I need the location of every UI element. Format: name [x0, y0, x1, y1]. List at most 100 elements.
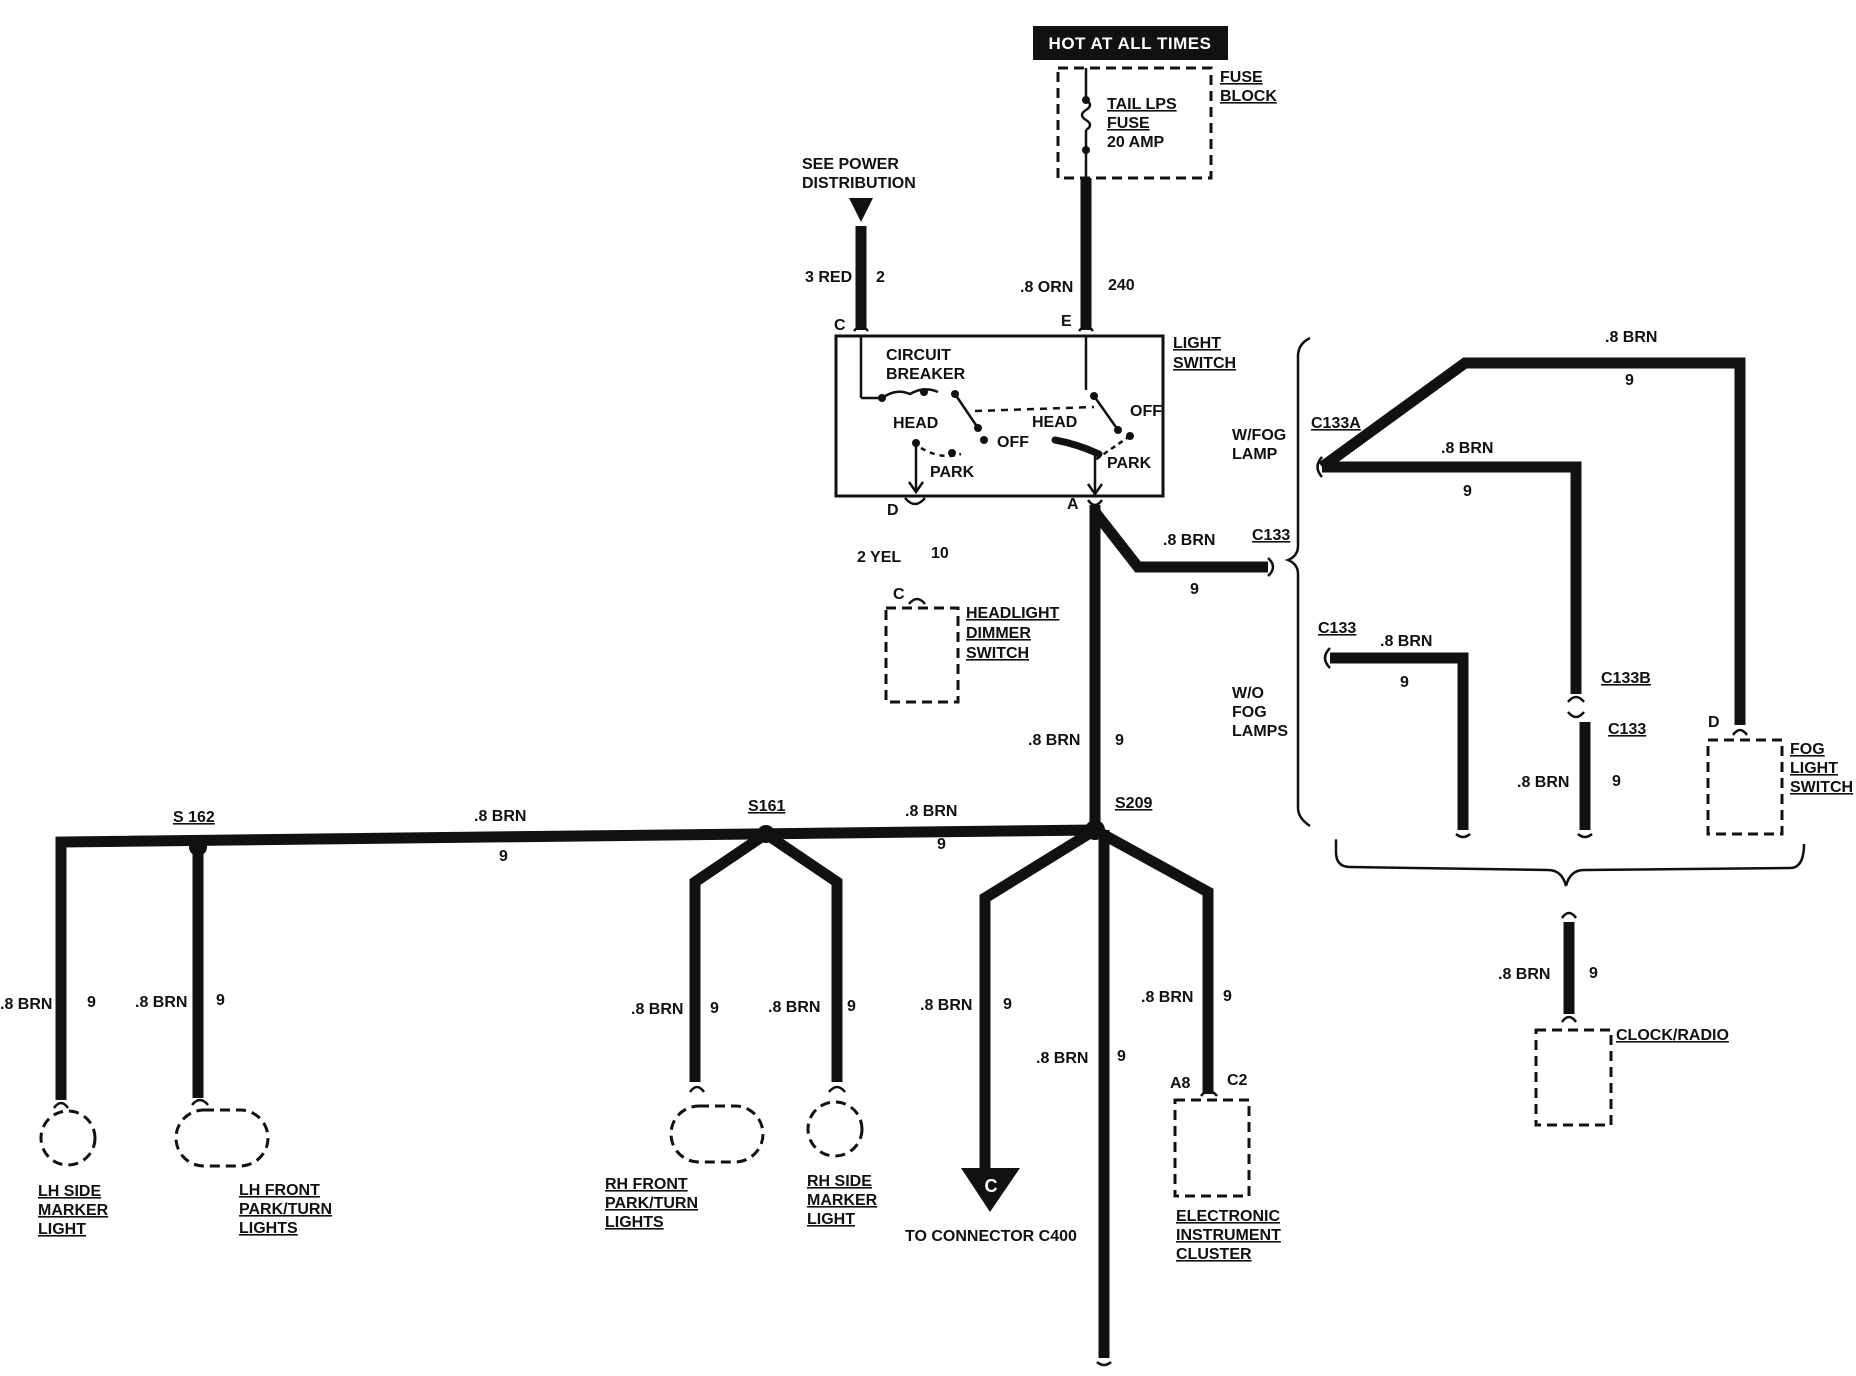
wofog-c133-lower-label: C133	[1608, 721, 1646, 738]
wofog-c133-connector-icon	[1323, 647, 1331, 669]
c133b-label: C133B	[1601, 670, 1651, 687]
c133-wire-circuit: 9	[1190, 581, 1199, 598]
rh-front-wire-circuit: 9	[710, 1000, 719, 1017]
bus-wire-gauge-left: .8 BRN	[474, 808, 526, 825]
orn-wire-circuit: 240	[1108, 277, 1135, 294]
red-wire-gauge: 3 RED	[805, 269, 852, 286]
wfog-label-2: LAMP	[1232, 446, 1278, 463]
power-distribution-ref: SEE POWER DISTRIBUTION	[802, 156, 916, 222]
fuse-type: FUSE	[1107, 115, 1150, 132]
lh-side-wire-circuit: 9	[87, 994, 96, 1011]
c400-wire	[979, 825, 1098, 1175]
circuit-breaker-label-1: CIRCUIT	[886, 347, 951, 364]
c133-connector-icon	[1267, 557, 1275, 577]
cluster-wire	[1092, 825, 1214, 1094]
option-bracket-left	[1284, 336, 1311, 828]
wofog-lower-wire-circuit: 9	[1612, 773, 1621, 790]
cluster-wire-gauge: .8 BRN	[1141, 989, 1193, 1006]
c133b-wire-gauge: .8 BRN	[1441, 440, 1493, 457]
pin-a-label: A	[1067, 496, 1079, 513]
dimmer-label-2: DIMMER	[966, 625, 1031, 642]
fuse-rating: 20 AMP	[1107, 134, 1165, 151]
fog-switch-label-3: SWITCH	[1790, 779, 1853, 796]
option-bracket-bottom	[1334, 839, 1806, 887]
c400-wire-circuit: 9	[1003, 996, 1012, 1013]
red-wire-circuit: 2	[876, 269, 885, 286]
rh-front-wire-gauge: .8 BRN	[631, 1001, 683, 1018]
rh-front-label-3: LIGHTS	[605, 1214, 664, 1231]
fuse-block-title-1: FUSE	[1220, 69, 1263, 86]
lh-side-wire-gauge: .8 BRN	[0, 996, 52, 1013]
rh-side-wire-circuit: 9	[847, 998, 856, 1015]
lh-front-label-2: PARK/TURN	[239, 1201, 332, 1218]
electronic-instrument-cluster	[1173, 1098, 1251, 1198]
fog-switch-label-1: FOG	[1790, 741, 1825, 758]
fog-light-switch	[1706, 738, 1784, 836]
fuse-block-title-2: BLOCK	[1220, 88, 1277, 105]
lh-side-label-3: LIGHT	[38, 1221, 86, 1238]
light-switch-title-2: SWITCH	[1173, 355, 1236, 372]
rh-front-label-2: PARK/TURN	[605, 1195, 698, 1212]
lh-front-label-3: LIGHTS	[239, 1220, 298, 1237]
main-wire-gauge: .8 BRN	[1028, 732, 1080, 749]
down-wire-gauge: .8 BRN	[1036, 1050, 1088, 1067]
wofog-c133-lower-connector-icon	[1567, 711, 1585, 719]
fog-option-section: W/FOG LAMP C133A .8 BRN 9 .8 BRN 9 C133B…	[1232, 329, 1853, 887]
down-wire-circuit: 9	[1117, 1048, 1126, 1065]
pin-c-label: C	[834, 317, 846, 334]
yel-wire-gauge: 2 YEL	[857, 549, 901, 566]
orn-wire-gauge: .8 ORN	[1020, 279, 1073, 296]
cluster-label-2: INSTRUMENT	[1176, 1227, 1281, 1244]
wofog-jumper-wire	[1330, 652, 1469, 830]
lh-front-wire-gauge: .8 BRN	[135, 994, 187, 1011]
pin-a-connector-icon	[1086, 499, 1104, 507]
c133-wire	[1090, 508, 1268, 573]
clock-radio: .8 BRN 9 CLOCK/RADIO	[1498, 911, 1729, 1127]
cluster-wire-circuit: 9	[1223, 988, 1232, 1005]
rh-front-label-1: RH FRONT	[605, 1176, 688, 1193]
wofog-label-2: FOG	[1232, 704, 1267, 721]
splice-s209-label: S209	[1115, 795, 1152, 812]
hot-label: HOT AT ALL TIMES	[1049, 34, 1212, 53]
rh-side-wire	[762, 829, 843, 1082]
cluster-pin-c2: C2	[1227, 1072, 1248, 1089]
c400-wire-gauge: .8 BRN	[920, 997, 972, 1014]
pin-e-connector-icon	[1078, 325, 1094, 332]
bus-wire-circuit-right: 9	[937, 836, 946, 853]
rh-front-park-turn-light	[669, 1104, 765, 1164]
dimmer-label-3: SWITCH	[966, 645, 1029, 662]
hot-at-all-times-banner: HOT AT ALL TIMES	[1033, 26, 1228, 60]
c133a-label: C133A	[1311, 415, 1361, 432]
c133b-connector-icon	[1567, 695, 1585, 703]
lh-front-wire-circuit: 9	[216, 992, 225, 1009]
lh-side-label-2: MARKER	[38, 1202, 109, 1219]
c133a-connector-icon	[1316, 456, 1323, 478]
clock-radio-label: CLOCK/RADIO	[1616, 1027, 1729, 1044]
light-switch: C E LIGHT SWITCH CIRCUIT BREAKER HEAD OF…	[834, 313, 1236, 519]
main-wire-circuit: 9	[1115, 732, 1124, 749]
clock-radio-component	[1534, 1028, 1613, 1127]
headlight-dimmer-switch: C HEADLIGHT DIMMER SWITCH	[884, 586, 1060, 704]
lh-front-label-1: LH FRONT	[239, 1182, 320, 1199]
wofog-label-3: LAMPS	[1232, 723, 1288, 740]
left-off-label: OFF	[997, 434, 1029, 451]
power-arrow-icon	[849, 198, 873, 222]
cluster-label-3: CLUSTER	[1176, 1246, 1252, 1263]
rh-side-marker-light	[806, 1100, 864, 1158]
rh-side-label-3: LIGHT	[807, 1211, 855, 1228]
fog-switch-wire-circuit: 9	[1625, 372, 1634, 389]
bus-wire-gauge-right: .8 BRN	[905, 803, 957, 820]
fog-switch-wire-gauge: .8 BRN	[1605, 329, 1657, 346]
right-head-label: HEAD	[1032, 414, 1077, 431]
clock-wire-gauge: .8 BRN	[1498, 966, 1550, 983]
dimmer-label-1: HEADLIGHT	[966, 605, 1060, 622]
wofog-c133-label: C133	[1318, 620, 1356, 637]
lh-side-label-1: LH SIDE	[38, 1183, 101, 1200]
cluster-label-1: ELECTRONIC	[1176, 1208, 1280, 1225]
wofog-wire-circuit: 9	[1400, 674, 1409, 691]
right-park-label: PARK	[1107, 455, 1152, 472]
lh-side-marker-light	[39, 1109, 97, 1167]
bus-wire-circuit-left: 9	[499, 848, 508, 865]
fog-switch-pin-d: D	[1708, 714, 1720, 731]
